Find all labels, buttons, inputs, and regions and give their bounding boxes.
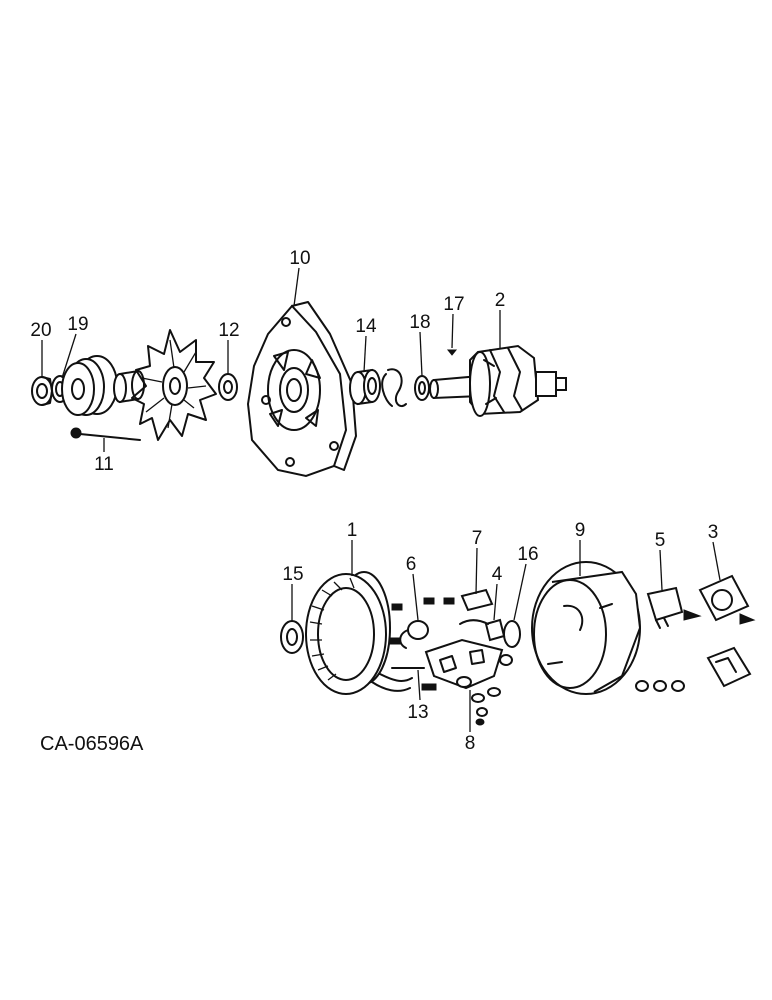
part-7-bracket[interactable] (443, 588, 494, 612)
leader-lines (41, 267, 721, 732)
part-9-slip-ring-end-frame[interactable] (531, 561, 642, 695)
callout-8: 8 (465, 733, 476, 754)
callout-3: 3 (708, 522, 719, 543)
part-20-nut[interactable] (31, 376, 53, 406)
part-10-drive-end-frame[interactable] (246, 301, 357, 478)
callout-1: 1 (347, 520, 358, 541)
callout-18: 18 (409, 312, 430, 333)
callout-10: 10 (289, 248, 310, 269)
callout-6: 6 (406, 554, 417, 575)
part-5-regulator[interactable] (646, 586, 702, 629)
stator-screws[interactable] (389, 597, 435, 645)
part-4-brush-assembly[interactable] (459, 618, 506, 642)
part-3-terminal-cover[interactable] (698, 574, 756, 625)
part-8-rectifier-bridge[interactable] (424, 638, 504, 726)
callout-9: 9 (575, 520, 586, 541)
callout-16: 16 (517, 544, 538, 565)
callout-13: 13 (407, 702, 428, 723)
callout-labels: 1 2 3 4 5 6 7 8 9 10 11 12 13 14 15 16 1… (30, 248, 718, 754)
callout-19: 19 (67, 314, 88, 335)
callout-15: 15 (282, 564, 303, 585)
part-2-rotor[interactable] (429, 344, 567, 417)
part-18-collar[interactable] (414, 375, 430, 401)
part-15-bearing[interactable] (280, 620, 304, 654)
end-frame-nuts[interactable] (635, 680, 685, 692)
part-6-capacitor[interactable] (399, 620, 429, 649)
part-17-key[interactable] (446, 349, 458, 356)
callout-20: 20 (30, 320, 51, 341)
callout-11: 11 (94, 454, 114, 475)
callout-12: 12 (218, 320, 239, 341)
bearing-retainer-clip[interactable] (381, 368, 407, 408)
part-16-o-ring[interactable] (503, 620, 521, 648)
part-12-spacer[interactable] (218, 373, 238, 401)
part-1-stator[interactable] (305, 571, 413, 695)
part-11-through-bolt[interactable] (70, 427, 141, 441)
part-14-bearing[interactable] (349, 368, 381, 406)
pulley[interactable] (61, 355, 118, 416)
rectifier-washers[interactable] (487, 654, 513, 697)
diagram-code: CA-06596A (40, 733, 144, 755)
part-13-screw[interactable] (391, 667, 437, 691)
callout-2: 2 (495, 290, 506, 311)
callout-14: 14 (355, 316, 377, 337)
callout-17: 17 (443, 294, 464, 315)
terminal-cover-alt[interactable] (706, 646, 752, 688)
spacer-collar[interactable] (113, 369, 145, 404)
callout-4: 4 (492, 564, 503, 585)
callout-7: 7 (472, 528, 483, 549)
fan[interactable] (131, 329, 217, 441)
callout-5: 5 (655, 530, 666, 551)
